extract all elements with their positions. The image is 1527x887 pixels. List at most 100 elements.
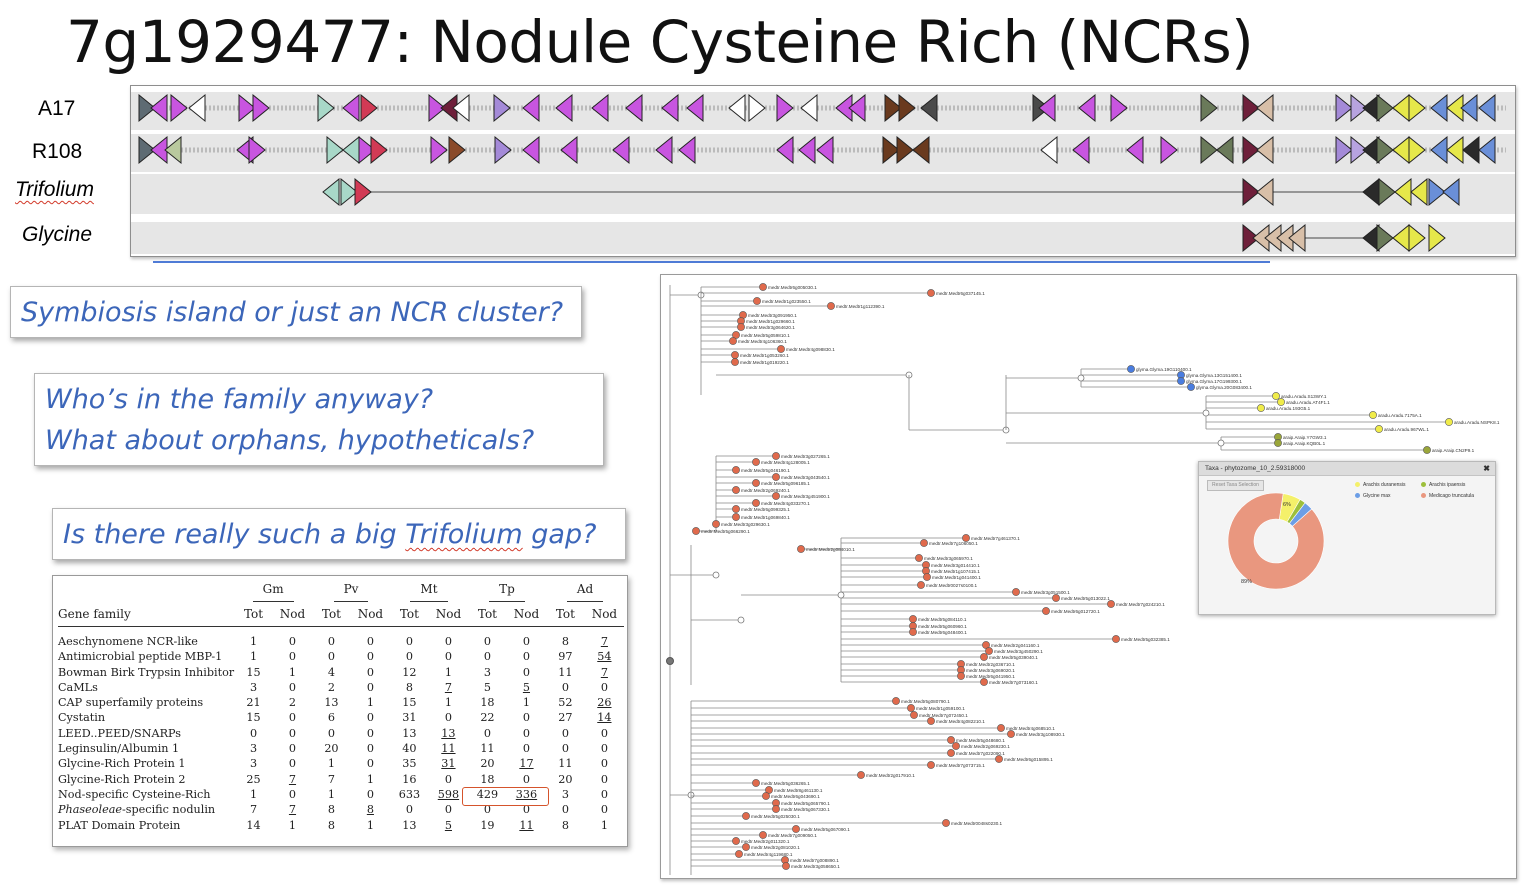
tree-leaf — [772, 805, 780, 813]
table-cell: 40 — [402, 742, 417, 756]
table-cell: 1 — [327, 787, 335, 801]
slide-title: 7g1929477: Nodule Cysteine Rich (NCRs) — [66, 8, 1254, 76]
gene-arrow — [252, 93, 270, 123]
tree-leaf-label: medtr.Medtr3g069020.1 — [966, 668, 1015, 673]
table-cell: 1 — [366, 696, 374, 710]
tree-leaf-label: medtr.Medtr3g058650.1 — [791, 864, 840, 869]
table-cell: 0 — [522, 635, 531, 648]
table-cell: 0 — [288, 635, 297, 648]
column-header-nod: Nod — [584, 602, 624, 627]
table-cell: 8 — [327, 818, 335, 832]
table-cell: 0 — [600, 803, 608, 817]
table-cell: 17 — [519, 757, 534, 771]
gene-arrow — [360, 93, 378, 123]
tree-leaf-label: medtr.Medtr1g053260.1 — [740, 353, 789, 358]
table-cell: 11 — [480, 742, 495, 756]
table-cell: 7 — [444, 680, 452, 694]
tree-leaf — [1107, 600, 1115, 608]
tree-leaf-label: medtr.Medtr5g048680.1 — [956, 738, 1005, 743]
table-cell: 0 — [366, 665, 374, 679]
gene-arrow — [728, 93, 746, 123]
table-cell: 0 — [522, 711, 531, 725]
gene-arrow — [1242, 223, 1260, 253]
table-cell: 14 — [597, 711, 612, 725]
table-cell: 0 — [561, 803, 569, 817]
table-cell: 1 — [249, 787, 258, 801]
table-cell: 3 — [249, 757, 258, 771]
table-cell: 19 — [480, 818, 495, 832]
table-cell: 0 — [405, 803, 413, 817]
tree-leaf — [1369, 411, 1377, 419]
legend-item: Arachis ipaensis — [1429, 482, 1466, 488]
tree-leaf-label: medtr.Medtr5g039040.1 — [989, 655, 1038, 660]
gene-arrow — [591, 93, 609, 123]
gene-arrow — [248, 135, 266, 165]
gene-family-italic: Phaseoleae — [58, 803, 122, 817]
tree-leaf-label: medtr.Medtr5g060960.1 — [918, 624, 967, 629]
synteny-panel[interactable] — [130, 85, 1516, 257]
table-cell: 598 — [437, 787, 460, 801]
close-icon[interactable]: ✖ — [1483, 464, 1490, 473]
tree-leaf-label: medtr.Medtr5g067090.1 — [801, 827, 850, 832]
tree-leaf-label: medtr.Medtr5g096185.1 — [761, 481, 810, 486]
table-cell: 2 — [288, 696, 297, 710]
gene-family-text: Leginsulin/Albumin 1 — [58, 742, 180, 756]
table-cell: 8 — [561, 635, 569, 648]
table-cell: 0 — [444, 635, 452, 648]
gene-arrow — [1160, 135, 1178, 165]
gene-family-text: CAP superfamily proteins — [58, 696, 204, 710]
taxa-popup[interactable]: Taxa - phytozome_10_2.59318000✖ Reset Ta… — [1198, 461, 1496, 615]
table-cell: 0 — [522, 803, 531, 817]
gene-family-name: Antimicrobial peptide MBP-1 — [58, 649, 234, 664]
table-cell: 0 — [600, 757, 608, 771]
table-cell: 11 — [441, 742, 456, 756]
tree-leaf-label: medtr.Medtr5g036265.1 — [761, 781, 810, 786]
legend-swatch — [1355, 482, 1360, 488]
gene-arrow — [342, 93, 360, 123]
gene-arrow — [138, 93, 156, 123]
tree-leaf — [927, 289, 935, 297]
tree-leaf-label: medtr.Medtr7g073160.1 — [989, 680, 1038, 685]
track-label-glycine: Glycine — [22, 223, 93, 246]
table-cell: 26 — [597, 696, 612, 710]
gene-arrow — [1072, 135, 1090, 165]
divider-line — [153, 261, 1270, 263]
table-cell: 31 — [402, 711, 417, 725]
table-cell: 0 — [366, 635, 374, 648]
gene-arrow — [494, 135, 512, 165]
gene-arrow — [882, 135, 900, 165]
gene-arrow — [1410, 177, 1428, 207]
gene-family-text: PLAT Domain Protein — [58, 818, 181, 832]
tree-leaf — [920, 539, 928, 547]
reset-taxa-button[interactable]: Reset Taxa Selection — [1207, 480, 1264, 491]
legend-swatch — [1355, 493, 1360, 499]
table-cell: 12 — [402, 665, 417, 679]
tree-leaf-label: medtr.Medtr1g023550.1 — [762, 299, 811, 304]
gene-arrow — [1335, 135, 1353, 165]
tree-leaf — [1423, 446, 1431, 454]
table-cell: 11 — [558, 665, 573, 679]
tree-leaf — [947, 749, 955, 757]
gene-arrow — [1200, 135, 1218, 165]
table-cell: 0 — [600, 772, 608, 786]
table-cell: 18 — [480, 696, 495, 710]
group-header-tp: Tp — [489, 578, 525, 602]
table-cell: 31 — [441, 757, 456, 771]
column-header-family: Gene family — [58, 602, 235, 627]
gene-arrow — [358, 135, 376, 165]
gene-arrow — [816, 135, 834, 165]
column-header-nod: Nod — [272, 602, 313, 627]
tree-leaf-label: medtr.Medtr6g041950.1 — [966, 674, 1015, 679]
tree-leaf — [927, 761, 935, 769]
gene-arrow — [1288, 223, 1306, 253]
tree-leaf — [1272, 392, 1280, 400]
column-header-nod: Nod — [428, 602, 468, 627]
gene-arrow — [798, 135, 816, 165]
table-cell: 4 — [327, 665, 335, 679]
table-cell: 633 — [398, 787, 421, 801]
gene-arrow — [1350, 135, 1368, 165]
gene-arrow — [661, 93, 679, 123]
